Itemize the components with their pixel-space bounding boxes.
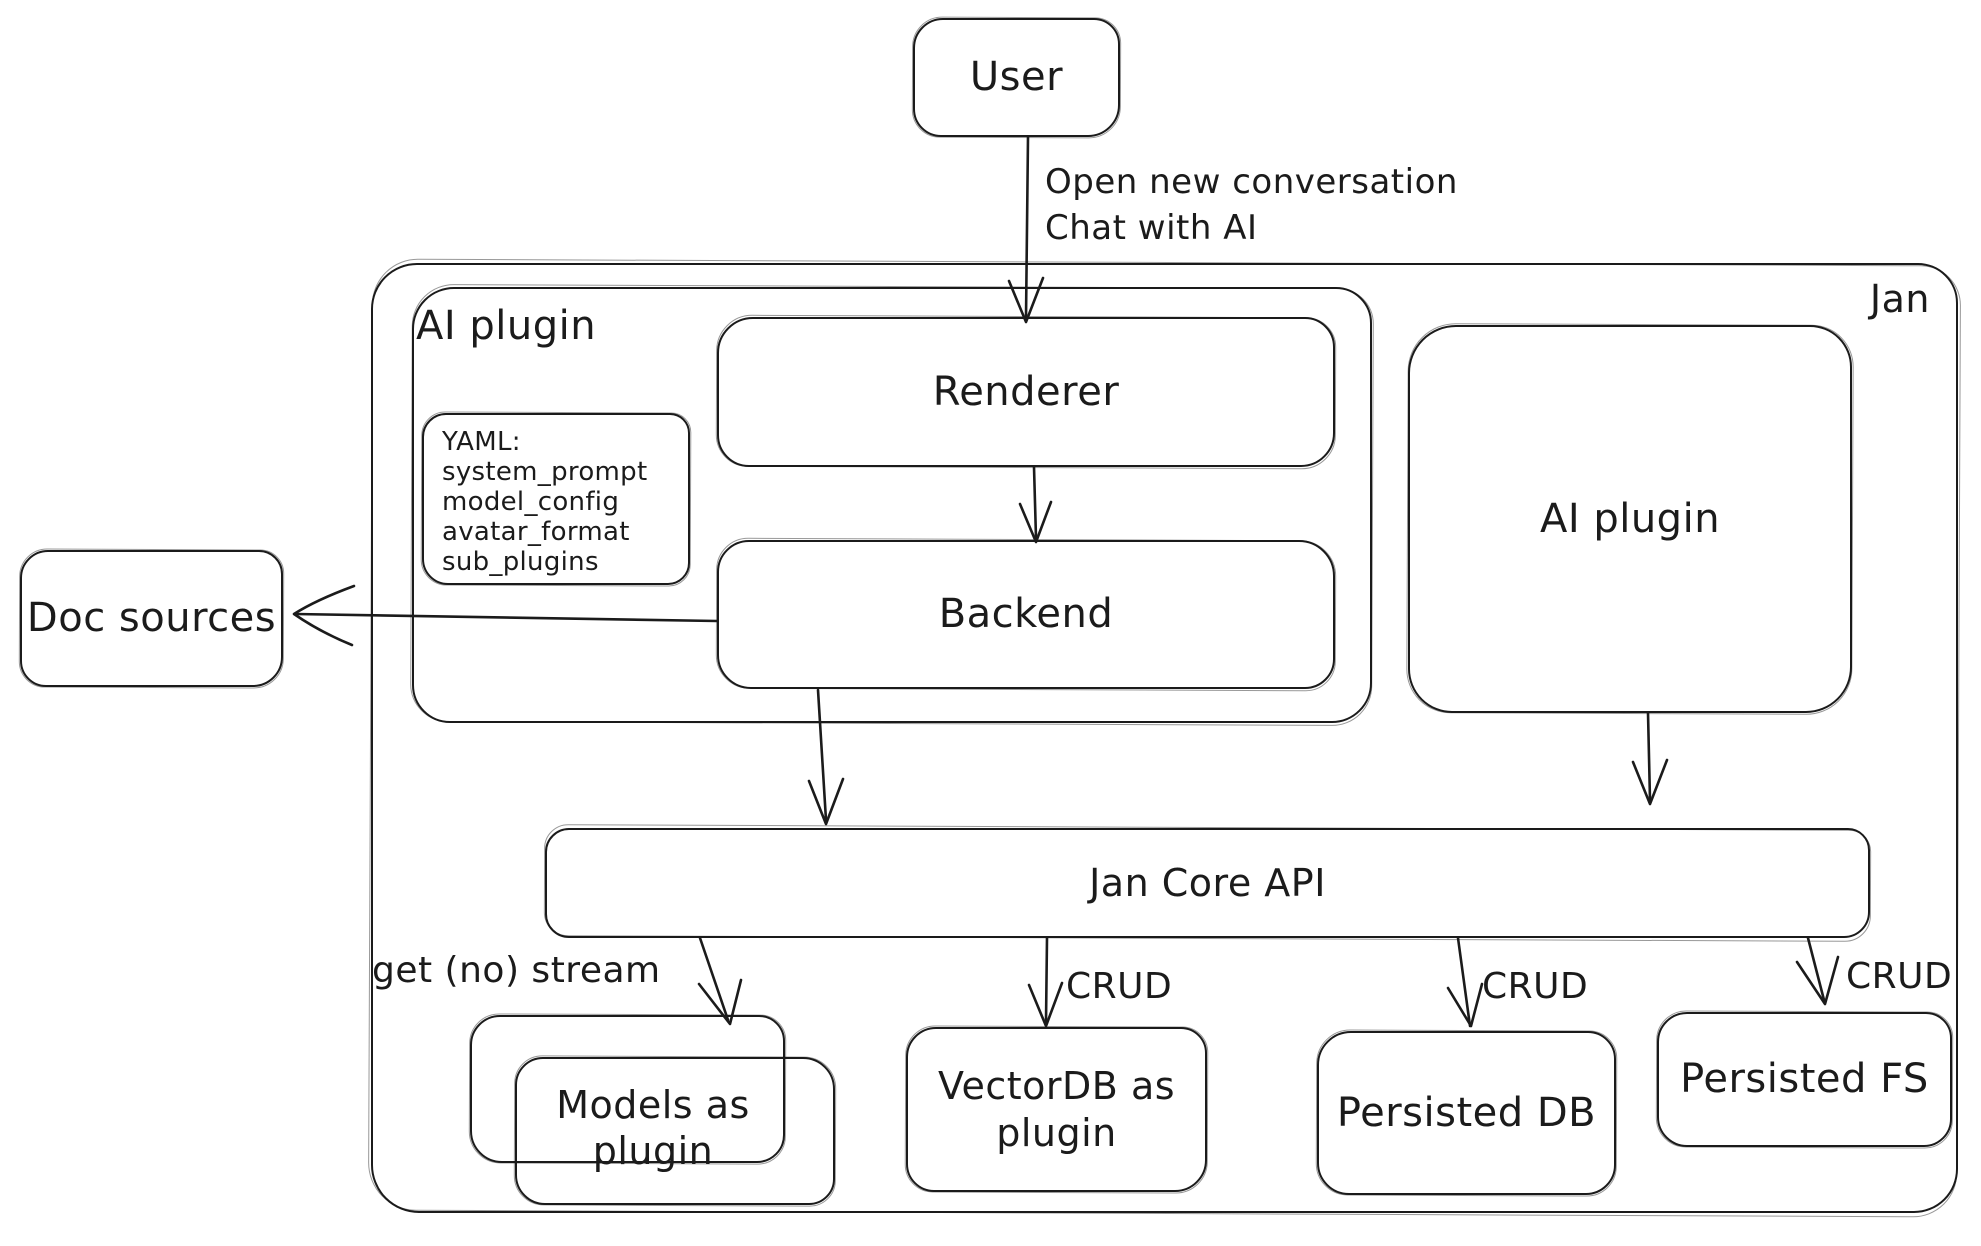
node-ai-plugin: AI plugin	[1408, 325, 1852, 713]
yaml-note-line: avatar_format	[442, 517, 630, 547]
node-user-label: User	[969, 54, 1064, 101]
yaml-note-line: model_config	[442, 487, 620, 517]
edge-label-chat-with-ai: Chat with AI	[1045, 208, 1258, 248]
node-doc-sources: Doc sources	[20, 550, 283, 687]
yaml-note-line: sub_plugins	[442, 547, 599, 577]
jan-container-label: Jan	[1869, 277, 1930, 321]
jan-container: Jan	[371, 263, 1958, 1213]
node-renderer-label: Renderer	[932, 368, 1120, 415]
yaml-note-line: system_prompt	[442, 457, 648, 487]
node-jan-core-api: Jan Core API	[545, 828, 1870, 938]
node-persisted-fs: Persisted FS	[1657, 1012, 1952, 1147]
node-models-as-plugin-label: Models as plugin	[556, 1082, 750, 1173]
node-models-as-plugin-front	[515, 1057, 835, 1205]
node-persisted-db: Persisted DB	[1317, 1031, 1616, 1195]
node-user: User	[913, 18, 1120, 137]
node-yaml-note: YAML: system_prompt model_config avatar_…	[422, 413, 690, 585]
edge-label-get-no-stream: get (no) stream	[372, 950, 661, 991]
node-persisted-fs-label: Persisted FS	[1680, 1056, 1929, 1103]
node-vectordb-as-plugin: VectorDB as plugin	[906, 1027, 1207, 1192]
edge-label-crud-vectordb: CRUD	[1066, 966, 1173, 1007]
edge-label-open-new-conversation: Open new conversation	[1045, 162, 1458, 202]
node-doc-sources-label: Doc sources	[26, 595, 277, 642]
node-persisted-db-label: Persisted DB	[1336, 1089, 1597, 1136]
node-backend-label: Backend	[938, 591, 1114, 638]
node-backend: Backend	[717, 540, 1335, 689]
edge-label-crud-persisted-db: CRUD	[1482, 966, 1589, 1007]
ai-plugin-container-label: AI plugin	[416, 303, 597, 349]
yaml-note-title: YAML:	[442, 427, 521, 457]
ai-plugin-container: AI plugin	[412, 287, 1372, 723]
node-ai-plugin-label: AI plugin	[1539, 495, 1721, 542]
node-jan-core-api-label: Jan Core API	[1089, 860, 1326, 905]
node-vectordb-as-plugin-label: VectorDB as plugin	[937, 1064, 1176, 1155]
node-renderer: Renderer	[717, 317, 1335, 467]
edge-label-crud-persisted-fs: CRUD	[1846, 956, 1953, 997]
yaml-note-text: YAML: system_prompt model_config avatar_…	[442, 427, 647, 577]
